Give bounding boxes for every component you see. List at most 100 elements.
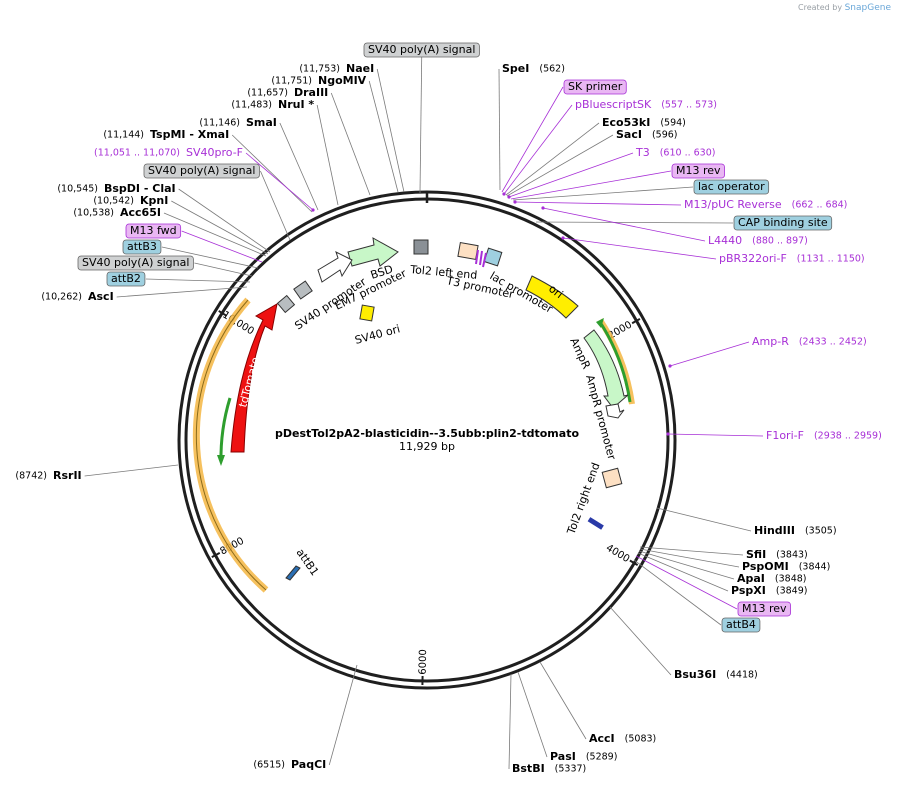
feature-tol2-left-label: Tol2 left end	[409, 263, 478, 282]
primer-label[interactable]: L4440(880 .. 897)	[708, 234, 808, 247]
label-name: SfiI	[746, 548, 766, 561]
label-name: SacI	[616, 128, 642, 141]
green-track-left	[219, 397, 232, 463]
sv40-ori-box[interactable]	[359, 304, 375, 322]
feature-callout[interactable]: CAP binding site	[733, 215, 833, 231]
enzyme-site-label[interactable]: HindIII(3505)	[754, 524, 837, 537]
label-name: L4440	[708, 234, 742, 247]
enzyme-site-label[interactable]: PspXI(3849)	[731, 584, 807, 597]
lac-operator-box[interactable]	[483, 247, 503, 267]
attb1-mark[interactable]	[285, 565, 301, 581]
leader-line	[609, 606, 672, 676]
enzyme-site-label[interactable]: DraIII(11,657)	[247, 86, 328, 99]
feature-callout[interactable]: lac operator	[693, 179, 770, 195]
enzyme-site-label[interactable]: PaqCI(6515)	[253, 758, 326, 771]
primer-label[interactable]: T3(610 .. 630)	[635, 146, 715, 159]
label-coordinate: (2938 .. 2959)	[814, 431, 882, 442]
label-coordinate: (11,144)	[103, 130, 144, 141]
enzyme-site-label[interactable]: KpnI(10,542)	[93, 194, 168, 207]
label-name: attB3	[127, 240, 157, 253]
label-coordinate: (662 .. 684)	[792, 200, 848, 211]
bsd-arrow[interactable]	[347, 237, 399, 267]
leader-line	[667, 433, 764, 437]
feature-callout[interactable]: SK primer	[563, 79, 627, 95]
tol2-right-end-box[interactable]	[601, 467, 623, 489]
enzyme-site-label[interactable]: BstBI(5337)	[512, 762, 586, 775]
feature-callout[interactable]: attB3	[122, 239, 162, 255]
label-coordinate: (1131 .. 1150)	[797, 254, 865, 265]
tick-label: 4000	[604, 543, 632, 565]
enzyme-site-label[interactable]: SacI(596)	[616, 128, 678, 141]
feature-callout[interactable]: M13 fwd	[125, 223, 182, 239]
sv40-polya-box[interactable]	[276, 294, 296, 314]
enzyme-site-label[interactable]: SpeI(562)	[502, 62, 565, 75]
enzyme-site-label[interactable]: RsrII(8742)	[15, 469, 81, 482]
label-coordinate: (4418)	[726, 670, 758, 681]
feature-callout[interactable]: SV40 poly(A) signal	[77, 255, 194, 271]
label-coordinate: (594)	[660, 118, 686, 129]
label-name: SV40 poly(A) signal	[368, 43, 475, 56]
ori-arrow[interactable]	[525, 275, 579, 319]
leader-line	[517, 671, 548, 758]
feature-tdtomato-label: tdTomato	[236, 356, 262, 409]
leader-line	[639, 546, 744, 556]
enzyme-site-label[interactable]: PspOMI(3844)	[742, 560, 830, 573]
enzyme-site-label[interactable]: TspMI - XmaI(11,144)	[103, 128, 229, 141]
enzyme-site-label[interactable]: NaeI(11,753)	[299, 62, 374, 75]
primer-site-dot	[666, 432, 670, 436]
primer-label[interactable]: F1ori-F (2938 .. 2959)	[766, 429, 882, 442]
enzyme-site-label[interactable]: Bsu36I(4418)	[674, 668, 758, 681]
feature-callout[interactable]: M13 rev	[737, 601, 791, 617]
primer-mark-2	[479, 250, 483, 266]
orange-track-left-outline	[195, 299, 267, 591]
leader-line	[279, 122, 319, 211]
feature-callout[interactable]: attB2	[106, 271, 146, 287]
label-name: SV40 poly(A) signal	[148, 164, 255, 177]
enzyme-site-label[interactable]: Acc65I (10,538)	[73, 206, 161, 219]
feature-callout[interactable]: SV40 poly(A) signal	[363, 42, 480, 58]
feature-callout[interactable]: SV40 poly(A) signal	[143, 163, 260, 179]
enzyme-site-label[interactable]: ApaI(3848)	[737, 572, 807, 585]
snapgene-credit: Created by SnapGene	[798, 3, 891, 13]
ampr-arrow[interactable]	[583, 329, 629, 409]
enzyme-site-label[interactable]: NruI *(11,483)	[231, 98, 314, 111]
label-box	[737, 601, 791, 617]
leader-line	[539, 661, 587, 740]
label-name: Acc65I	[120, 206, 161, 219]
label-name: M13 rev	[742, 602, 787, 615]
primer-label[interactable]: pBluescriptSK(557 .. 573)	[575, 98, 717, 111]
tol2-left-end-box[interactable]	[413, 239, 429, 255]
enzyme-site-label[interactable]: NgoMIV(11,751)	[271, 74, 366, 87]
leader-line	[194, 262, 253, 277]
label-coordinate: (10,538)	[73, 208, 114, 219]
label-name: SpeI	[502, 62, 529, 75]
sv40-promoter-box[interactable]	[293, 280, 313, 300]
enzyme-site-label[interactable]: AccI(5083)	[589, 732, 656, 745]
label-name: AscI	[88, 290, 114, 303]
tol2-region-box[interactable]	[457, 241, 479, 261]
enzyme-site-label[interactable]: SfiI(3843)	[746, 548, 808, 561]
primer-label[interactable]: Amp-R(2433 .. 2452)	[752, 335, 867, 348]
primer-label[interactable]: SV40pro-F(11,051 .. 11,070)	[94, 146, 243, 159]
label-coordinate: (11,657)	[247, 88, 288, 99]
label-name: F1ori-F	[766, 429, 804, 442]
em7-promoter-arrow[interactable]	[317, 251, 353, 283]
feature-callout[interactable]: attB4	[721, 617, 761, 633]
ampr-promoter-arrow[interactable]	[605, 403, 625, 419]
feature-callout[interactable]: M13 rev	[671, 163, 725, 179]
enzyme-site-label[interactable]: Eco53kI(594)	[602, 116, 686, 129]
primer-label[interactable]: M13/pUC Reverse (662 .. 684)	[684, 198, 847, 211]
green-track-right-arrowhead	[596, 318, 604, 328]
label-name: M13/pUC Reverse	[684, 198, 782, 211]
enzyme-site-label[interactable]: SmaI(11,146)	[199, 116, 277, 129]
primer-mark-1	[475, 249, 479, 265]
tdtomato-arrow[interactable]	[230, 303, 278, 453]
enzyme-site-label[interactable]: BspDI - ClaI(10,545)	[57, 182, 175, 195]
label-box	[143, 163, 260, 179]
enzyme-site-label[interactable]: AscI(10,262)	[41, 290, 113, 303]
leader-line	[376, 68, 405, 193]
label-name: SV40pro-F	[186, 146, 243, 159]
enzyme-site-label[interactable]: PasI(5289)	[550, 750, 617, 763]
primer-label[interactable]: pBR322ori-F(1131 .. 1150)	[719, 252, 865, 265]
